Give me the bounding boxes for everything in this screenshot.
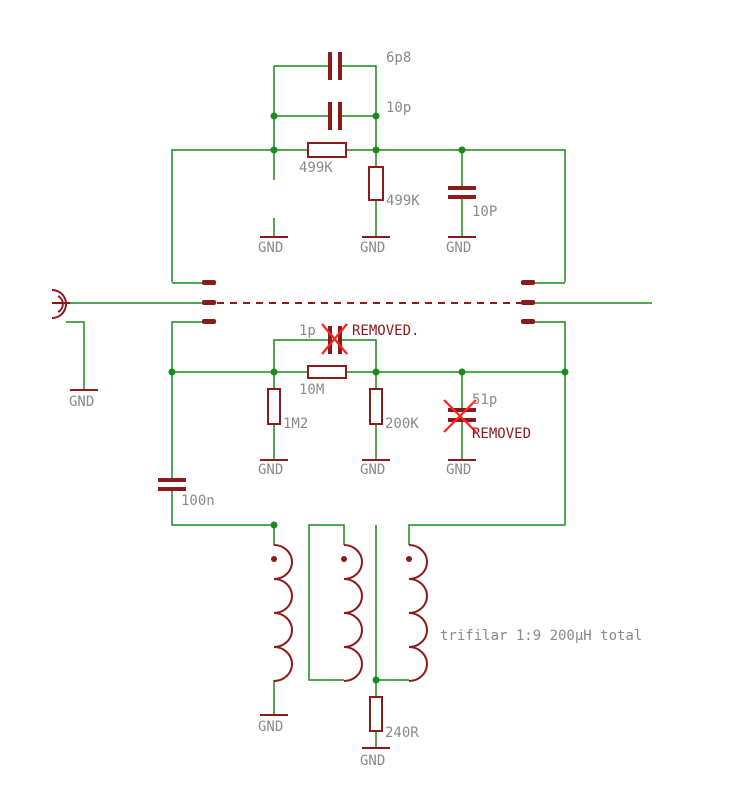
label-gnd-2: GND (360, 240, 385, 256)
label-10p-top: 10p (386, 100, 411, 116)
label-gnd-1: GND (258, 240, 283, 256)
label-gnd-5: GND (360, 462, 385, 478)
junction-dots (168, 112, 569, 684)
capacitor-51p-removed-icon (443, 399, 477, 433)
resistor-240R-icon (369, 696, 383, 732)
label-499k-horizontal: 499K (299, 160, 333, 176)
label-transformer-note: trifilar 1:9 200µH total (440, 628, 642, 644)
label-51p: 51p (472, 392, 497, 408)
input-connector-icon (51, 289, 70, 319)
capacitor-6p8-icon (328, 52, 342, 80)
transformer-winding-3-icon (406, 544, 428, 682)
label-10P-right: 10P (472, 204, 497, 220)
ground-symbols (70, 236, 476, 749)
label-gnd-7: GND (258, 719, 283, 735)
resistor-200K-icon (369, 388, 383, 425)
label-removed-top: REMOVED. (352, 323, 419, 339)
label-removed-bottom: REMOVED (472, 426, 531, 442)
wires (66, 65, 652, 748)
capacitor-10P-right-icon (448, 186, 476, 199)
resistor-10M-icon (307, 365, 347, 379)
resistor-499k-horizontal-icon (307, 142, 347, 158)
resistor-499k-vertical-icon (368, 166, 384, 201)
capacitor-100n-icon (158, 478, 186, 491)
resistor-1M2-icon (267, 388, 281, 425)
capacitor-1p-removed-icon (321, 323, 348, 355)
label-499k-vertical: 499K (386, 193, 420, 209)
label-6p8: 6p8 (386, 50, 411, 66)
label-200K: 200K (385, 416, 419, 432)
label-1p: 1p (299, 323, 316, 339)
label-240R: 240R (385, 725, 419, 741)
label-gnd-4: GND (258, 462, 283, 478)
label-gnd-8: GND (360, 753, 385, 769)
label-gnd-6: GND (446, 462, 471, 478)
label-1M2: 1M2 (283, 416, 308, 432)
capacitor-10p-icon (328, 102, 342, 130)
transformer-winding-2-icon (341, 544, 363, 682)
label-10M: 10M (299, 382, 324, 398)
coax-terminals (202, 280, 535, 324)
transformer-winding-1-icon (271, 544, 293, 682)
label-gnd-3: GND (446, 240, 471, 256)
label-gnd-input: GND (69, 394, 94, 410)
label-100n: 100n (181, 493, 215, 509)
